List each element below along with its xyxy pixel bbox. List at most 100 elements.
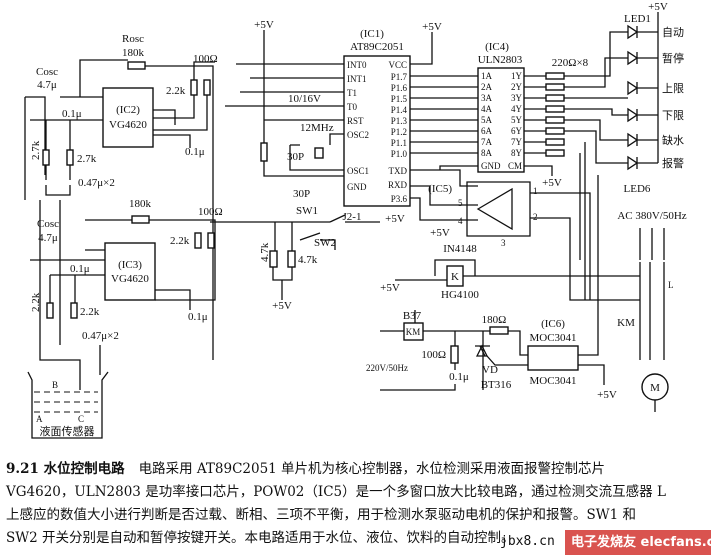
- ic4-pin-label: 3Y: [511, 93, 523, 103]
- led-status-label: 下限: [662, 109, 684, 122]
- rarray-label: 220Ω×8: [552, 57, 589, 69]
- supply-label: +5V: [380, 282, 400, 294]
- ic1-pin-label: INT1: [347, 74, 367, 84]
- supply-label: +5V: [254, 19, 274, 31]
- led-icon: [627, 24, 639, 40]
- km-contactor-coil: [403, 322, 424, 341]
- rosc-label: Rosc: [122, 33, 144, 45]
- relay-coil: [446, 265, 464, 287]
- water-tank: [27, 371, 109, 439]
- led-icon: [627, 155, 639, 171]
- rosc2-resistor: [131, 215, 150, 224]
- caption-line: SW2 开关分别是自动和暂停按键开关。本电路适用于水位、液位、饮料的自动控制。: [6, 530, 515, 546]
- ic1-pin-label: INT0: [347, 60, 367, 70]
- wire: [579, 142, 586, 300]
- b37-label: B37: [403, 310, 422, 322]
- wire: [564, 31, 628, 164]
- led6-label: LED6: [624, 183, 651, 195]
- wire: [79, 59, 214, 360]
- ic2-part: VG4620: [109, 119, 147, 131]
- caption-line: 上感应的数值大小进行判断是否过载、断相、三项不平衡，用于检测水泵驱动电机的保护和…: [6, 507, 637, 523]
- ic1-chip: [343, 55, 411, 207]
- ic4-ref: (IC4): [485, 41, 509, 53]
- ac380-label: AC 380V/50Hz: [617, 210, 686, 222]
- ic4-pin-label: CM: [508, 161, 522, 171]
- sensor-c: C: [78, 414, 84, 424]
- c01-label-4: 0.1μ: [188, 311, 208, 323]
- r27k-label: 2.7k: [77, 153, 97, 165]
- wire: [155, 289, 191, 310]
- wire: [410, 165, 478, 187]
- ic5-pin: 2: [533, 212, 538, 222]
- wire: [299, 232, 336, 250]
- ic1-pin-label: P1.7: [391, 72, 408, 82]
- sw2-label: SW2: [314, 237, 336, 249]
- r22k-label-4: 2.2k: [30, 292, 42, 312]
- r22k-label-2: 2.2k: [170, 235, 190, 247]
- site-mark: jbx8.cn: [500, 534, 555, 549]
- ic6-ref: (IC6): [541, 318, 565, 330]
- ic6-part-bottom: MOC3041: [529, 375, 576, 387]
- rosc-resistor: [127, 61, 146, 70]
- ic5-pin: 5: [458, 198, 463, 208]
- ic2-chip: [102, 87, 154, 148]
- wiring: [24, 12, 665, 412]
- vd-label: VD: [482, 364, 498, 376]
- wire: [45, 120, 71, 150]
- r100-label-3: 100Ω: [421, 349, 446, 361]
- triac-label: BT316: [481, 379, 512, 391]
- supply-label: +5V: [648, 1, 668, 13]
- c047-label: 0.47μ×2: [78, 177, 115, 189]
- supply-label: +5V: [385, 213, 405, 225]
- ic4-pin-label: 6A: [481, 126, 493, 136]
- ic4-pin-label: 2A: [481, 82, 493, 92]
- ic1-pin-label: TXD: [389, 166, 408, 176]
- cosc-value: 4.7μ: [37, 79, 57, 91]
- r47k-label: 4.7k: [259, 242, 271, 262]
- ic4-chip: [477, 67, 525, 173]
- supply-label: +5V: [430, 227, 450, 239]
- resistor: [545, 83, 565, 91]
- wire: [410, 185, 478, 221]
- wire: [39, 200, 81, 390]
- ic1-pin-label: P1.6: [391, 83, 408, 93]
- ic3-part: VG4620: [111, 273, 149, 285]
- led-icon: [627, 132, 639, 148]
- ic4-pin-label: 6Y: [511, 126, 523, 136]
- resistor: [545, 94, 565, 102]
- wire: [395, 259, 640, 281]
- ic4-pin-label: 4Y: [511, 104, 523, 114]
- resistor: [203, 79, 211, 96]
- resistor: [269, 250, 278, 268]
- relay-label: K: [451, 271, 459, 283]
- ic6-optocoupler: [527, 345, 579, 371]
- resistor: [545, 105, 565, 113]
- r100-label: 100Ω: [193, 53, 218, 65]
- wire: [530, 192, 640, 301]
- rosc-value: 180k: [122, 47, 145, 59]
- ic2-ref: (IC2): [116, 104, 140, 116]
- ic5-ref: (IC5): [428, 183, 452, 195]
- ic1-pin-label: RST: [347, 116, 364, 126]
- ic1-pin-label: T0: [347, 102, 357, 112]
- resistor: [190, 79, 198, 96]
- wire: [45, 165, 71, 196]
- ic1-pin-label: P1.5: [391, 94, 408, 104]
- ic5-pin: 4: [458, 216, 463, 226]
- resistor: [207, 232, 215, 249]
- ic1-pin-label: P1.4: [391, 105, 408, 115]
- resistor: [545, 149, 565, 157]
- km-label: KM: [406, 327, 421, 337]
- c01-label: 0.1μ: [62, 108, 82, 120]
- wire: [637, 12, 659, 164]
- cosc-label: Cosc: [36, 66, 58, 78]
- ac220-label: 220V/50Hz: [366, 363, 408, 373]
- ic4-pin-label: 8A: [481, 148, 493, 158]
- ic5-pin: 3: [501, 238, 506, 248]
- resistor: [66, 149, 74, 166]
- wire: [225, 63, 344, 121]
- ic1-pin-label: P1.0: [391, 149, 408, 159]
- resistor: [260, 142, 268, 162]
- caption-line: VG4620，ULN2803 是功率接口芯片，POW02（IC5）是一个多窗口放…: [6, 484, 666, 500]
- sw1-label: SW1: [296, 205, 318, 217]
